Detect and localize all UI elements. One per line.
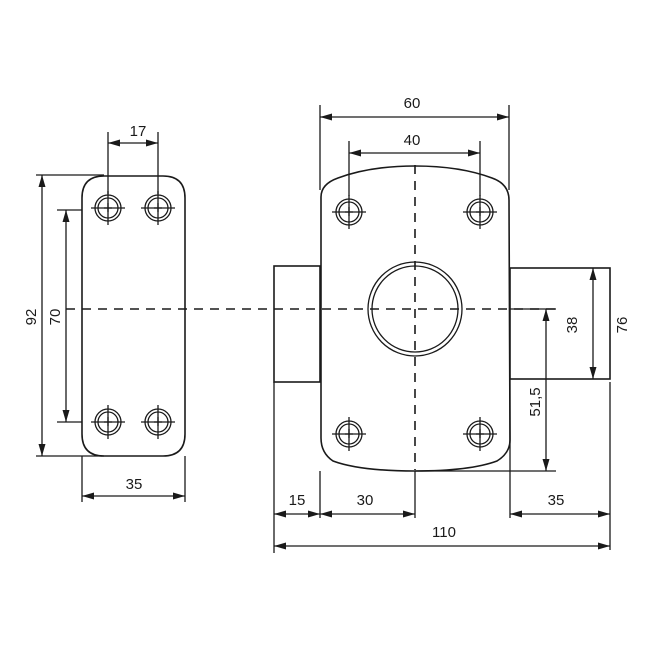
dim-housing-76: 76 (609, 317, 631, 550)
dim-bolt-38: 38 (564, 268, 597, 379)
dim-label: 35 (548, 492, 565, 509)
screw-hole-icon (140, 190, 176, 226)
dim-label: 51,5 (527, 387, 544, 416)
screw-hole-icon (331, 194, 367, 230)
dim-label: 70 (47, 309, 64, 326)
dim-label: 110 (432, 524, 456, 541)
dim-label: 35 (126, 476, 143, 493)
dim-label: 76 (614, 317, 631, 334)
dim-label: 38 (564, 317, 581, 334)
dim-label: 15 (289, 492, 306, 509)
dim-keeper-35: 35 (81, 456, 186, 502)
dim-stub-15: 15 (274, 492, 320, 518)
dim-keeper-92: 92 (23, 174, 104, 457)
screw-hole-icon (140, 404, 176, 440)
dim-body-51-5: 51,5 (415, 308, 556, 472)
dim-label: 60 (404, 95, 421, 112)
screw-hole-icon (331, 416, 367, 452)
screw-hole-icon (462, 194, 498, 230)
dim-label: 17 (130, 123, 147, 140)
dim-body-60: 60 (319, 95, 510, 190)
screw-hole-icon (462, 416, 498, 452)
dim-bolt-35: 35 (510, 492, 610, 518)
dim-label: 92 (23, 309, 40, 326)
dim-body-40: 40 (348, 132, 481, 196)
dim-center-30: 30 (320, 492, 415, 518)
dim-keeper-17: 17 (107, 123, 159, 194)
dim-keeper-70: 70 (47, 209, 82, 423)
keeper-plate-outline (81, 175, 186, 457)
screw-hole-icon (90, 404, 126, 440)
keeper-plate (81, 175, 186, 457)
screw-hole-icon (90, 190, 126, 226)
bolt (509, 267, 611, 380)
dim-label: 30 (357, 492, 374, 509)
left-stub (273, 265, 321, 383)
dim-overall-110: 110 (274, 524, 610, 550)
lock-body (273, 165, 611, 472)
dim-label: 40 (404, 132, 421, 149)
